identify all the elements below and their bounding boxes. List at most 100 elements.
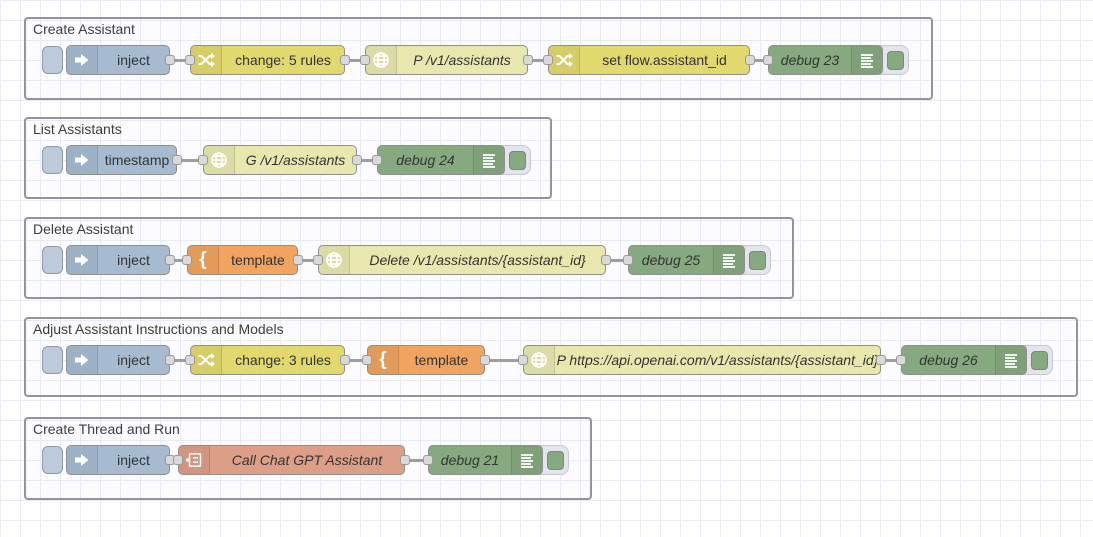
inject-arrow-icon-wrap (67, 46, 98, 74)
brace-icon: { (199, 248, 207, 270)
wire[interactable] (168, 58, 192, 62)
node-http[interactable]: P /v1/assistants (365, 45, 528, 75)
debug-toggle-state (509, 150, 526, 170)
inject-button[interactable] (42, 146, 63, 174)
inject-button[interactable] (42, 346, 63, 374)
node-debug[interactable]: debug 24 (377, 145, 505, 175)
output-port[interactable] (876, 355, 886, 365)
input-port[interactable] (623, 255, 633, 265)
wire[interactable] (175, 158, 205, 162)
inject-button[interactable] (42, 246, 63, 274)
output-port[interactable] (480, 355, 490, 365)
input-port[interactable] (182, 255, 192, 265)
node-inject[interactable]: inject (66, 45, 170, 75)
wire[interactable] (355, 158, 379, 162)
node-inject[interactable]: inject (66, 445, 170, 475)
inject-arrow-icon (75, 154, 89, 166)
output-port[interactable] (340, 355, 350, 365)
output-port[interactable] (601, 255, 611, 265)
node-change[interactable]: set flow.assistant_id (548, 45, 750, 75)
node-debug[interactable]: debug 21 (428, 445, 543, 475)
node-change[interactable]: change: 5 rules (190, 45, 345, 75)
input-port[interactable] (896, 355, 906, 365)
shuffle-icon (198, 53, 215, 67)
node-label: inject (117, 252, 150, 268)
wire[interactable] (343, 58, 367, 62)
wire[interactable] (483, 358, 525, 362)
inject-button[interactable] (42, 446, 63, 474)
input-port[interactable] (185, 355, 195, 365)
node-http[interactable]: Delete /v1/assistants/{assistant_id} (318, 245, 606, 275)
node-change[interactable]: change: 3 rules (190, 345, 345, 375)
wire[interactable] (526, 58, 550, 62)
debug-toggle-state (547, 450, 564, 470)
output-port[interactable] (172, 155, 182, 165)
node-subflow[interactable]: Call Chat GPT Assistant (178, 445, 405, 475)
output-port[interactable] (745, 55, 755, 65)
globe-icon (211, 152, 227, 168)
output-port[interactable] (400, 455, 410, 465)
node-inject[interactable]: inject (66, 345, 170, 375)
inject-arrow-icon-wrap (67, 446, 98, 474)
shuffle-icon-wrap (191, 46, 222, 74)
output-port[interactable] (165, 355, 175, 365)
node-label: inject (117, 452, 150, 468)
inject-arrow-icon (75, 54, 89, 66)
node-inject[interactable]: timestamp (66, 145, 177, 175)
output-port[interactable] (165, 55, 175, 65)
wire[interactable] (343, 358, 369, 362)
output-port[interactable] (165, 255, 175, 265)
wire[interactable] (403, 458, 430, 462)
node-debug[interactable]: debug 23 (768, 45, 883, 75)
group-label: Adjust Assistant Instructions and Models (33, 321, 284, 337)
wire[interactable] (748, 58, 770, 62)
output-port[interactable] (293, 255, 303, 265)
input-port[interactable] (362, 355, 372, 365)
input-port[interactable] (198, 155, 208, 165)
wire[interactable] (168, 258, 189, 262)
input-port[interactable] (360, 55, 370, 65)
input-port[interactable] (423, 455, 433, 465)
input-port[interactable] (313, 255, 323, 265)
output-port[interactable] (523, 55, 533, 65)
output-port[interactable] (340, 55, 350, 65)
node-http[interactable]: G /v1/assistants (203, 145, 357, 175)
brace-icon: { (379, 348, 387, 370)
input-port[interactable] (173, 455, 183, 465)
node-label: set flow.assistant_id (602, 52, 727, 68)
input-port[interactable] (185, 55, 195, 65)
inject-button[interactable] (42, 46, 63, 74)
input-port[interactable] (763, 55, 773, 65)
input-port[interactable] (543, 55, 553, 65)
output-port[interactable] (352, 155, 362, 165)
shuffle-icon (556, 53, 573, 67)
wire[interactable] (168, 358, 192, 362)
wire[interactable] (296, 258, 320, 262)
shuffle-icon-wrap (191, 346, 222, 374)
globe-icon-wrap (319, 246, 350, 274)
input-port[interactable] (518, 355, 528, 365)
group-label: List Assistants (33, 121, 122, 137)
node-label: template (231, 252, 285, 268)
node-label: P /v1/assistants (413, 52, 511, 68)
node-template[interactable]: {template (367, 345, 485, 375)
inject-arrow-icon-wrap (67, 146, 98, 174)
globe-icon-wrap (204, 146, 235, 174)
debug-list-icon (723, 254, 735, 268)
debug-list-icon-wrap (473, 146, 504, 174)
wire[interactable] (879, 358, 903, 362)
debug-toggle-state (887, 50, 904, 70)
node-label: inject (117, 52, 150, 68)
debug-toggle-state (1031, 350, 1048, 370)
wire[interactable] (604, 258, 630, 262)
input-port[interactable] (372, 155, 382, 165)
node-template[interactable]: { template (187, 245, 298, 275)
node-inject[interactable]: inject (66, 245, 170, 275)
node-debug[interactable]: debug 25 (628, 245, 745, 275)
node-http[interactable]: P https://api.openai.com/v1/assistants/{… (523, 345, 881, 375)
debug-list-icon (521, 454, 533, 468)
globe-icon (531, 352, 547, 368)
node-debug[interactable]: debug 26 (901, 345, 1027, 375)
inject-arrow-icon (75, 354, 89, 366)
